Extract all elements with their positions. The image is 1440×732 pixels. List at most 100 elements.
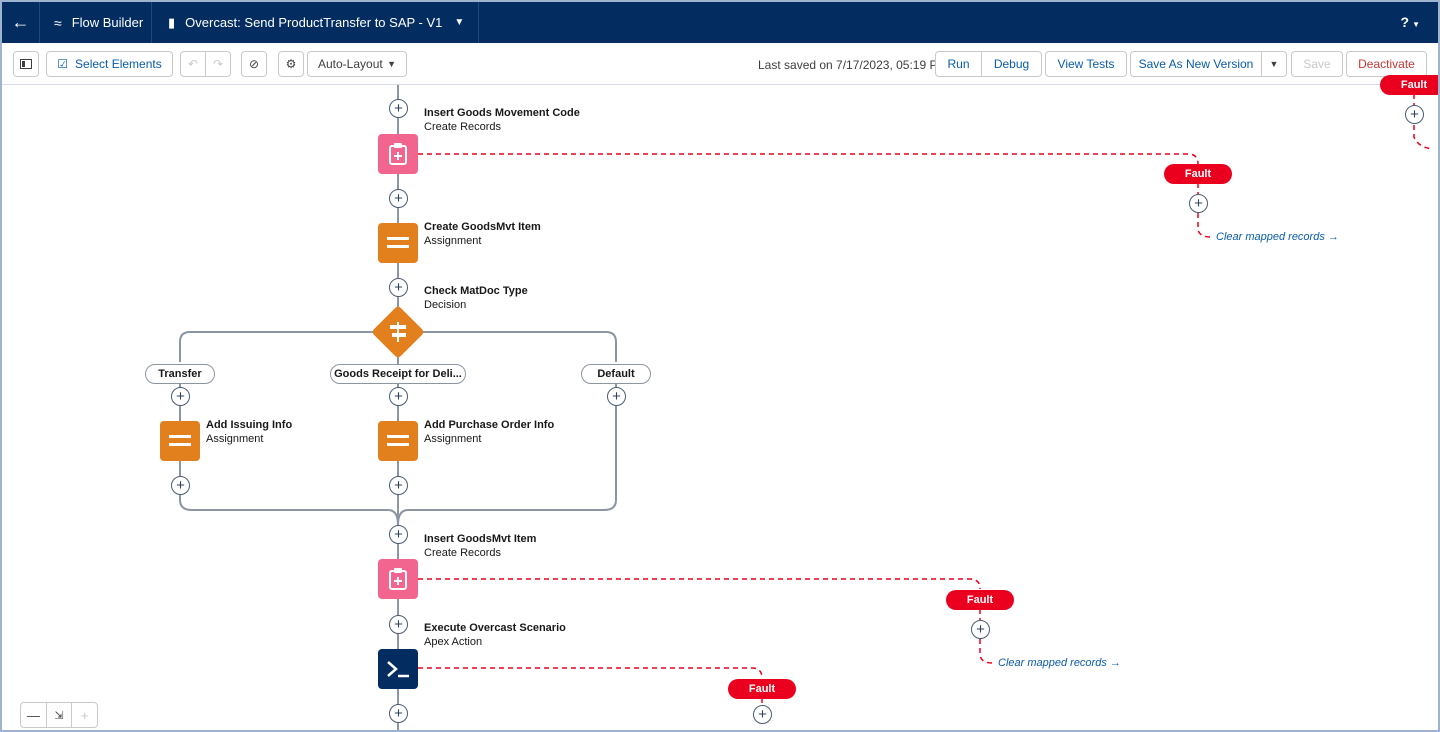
outcome-label: Default: [597, 368, 635, 380]
save-as-new-version-button[interactable]: Save As New Version: [1130, 51, 1262, 77]
outcome-goods-receipt[interactable]: Goods Receipt for Deli...: [330, 364, 466, 384]
deactivate-button[interactable]: Deactivate: [1346, 51, 1427, 77]
chevron-down-icon: ▼: [387, 59, 396, 69]
execute-overcast-scenario-label: Execute Overcast Scenario Apex Action: [424, 621, 566, 649]
errors-button[interactable]: ⊘: [241, 51, 267, 77]
document-icon: ▮: [168, 14, 176, 30]
create-goodsmvt-item-node[interactable]: [378, 223, 418, 263]
fault-label: Fault: [1184, 168, 1212, 180]
outcome-default[interactable]: Default: [581, 364, 651, 384]
zoom-out-button[interactable]: —: [21, 703, 47, 727]
element-title: Create GoodsMvt Item: [424, 221, 541, 233]
select-elements-button[interactable]: ☑ Select Elements: [46, 51, 173, 77]
add-issuing-info-node[interactable]: [160, 421, 200, 461]
save-button[interactable]: Save: [1291, 51, 1343, 77]
add-element-button[interactable]: +: [389, 476, 408, 495]
run-label: Run: [947, 57, 970, 71]
redo-icon: ↷: [212, 57, 224, 71]
redo-button[interactable]: ↷: [205, 51, 231, 77]
arrow-left-icon: ←: [11, 12, 30, 32]
add-issuing-info-label: Add Issuing Info Assignment: [206, 418, 292, 446]
back-button[interactable]: ←: [2, 2, 40, 43]
clear-mapped-records-link[interactable]: Clear mapped records →: [1216, 231, 1339, 243]
undo-button[interactable]: ↶: [180, 51, 206, 77]
chevron-down-icon: ▼: [1412, 20, 1420, 29]
outcome-label: Goods Receipt for Deli...: [334, 368, 462, 380]
create-records-icon: [389, 568, 407, 590]
add-fault-element-button[interactable]: +: [1405, 105, 1424, 124]
fit-to-view-button[interactable]: ⇲: [47, 703, 73, 727]
panel-icon: [20, 59, 32, 69]
execute-overcast-scenario-node[interactable]: [378, 649, 418, 689]
save-as-new-version-label: Save As New Version: [1138, 57, 1254, 71]
save-options-dropdown[interactable]: ▼: [1261, 51, 1287, 77]
apex-terminal-icon: [387, 661, 409, 678]
clear-mapped-records-link[interactable]: Clear mapped records →: [998, 657, 1121, 669]
element-title: Check MatDoc Type: [424, 285, 528, 297]
app-name: ≈ Flow Builder: [40, 2, 152, 43]
add-element-button[interactable]: +: [171, 476, 190, 495]
fault-label: Fault: [748, 683, 776, 695]
element-title: Insert GoodsMvt Item: [424, 533, 537, 545]
save-label: Save: [1303, 57, 1331, 71]
add-element-button[interactable]: +: [607, 387, 626, 406]
element-type: Apex Action: [424, 636, 483, 648]
add-fault-element-button[interactable]: +: [971, 620, 990, 639]
element-type: Assignment: [424, 235, 482, 247]
layout-mode-select[interactable]: Auto-Layout ▼: [307, 51, 407, 77]
outcome-label: Transfer: [158, 368, 202, 380]
view-tests-button[interactable]: View Tests: [1045, 51, 1127, 77]
zoom-controls: — ⇲ +: [20, 702, 98, 728]
check-matdoc-type-label: Check MatDoc Type Decision: [424, 284, 528, 312]
add-purchase-order-info-label: Add Purchase Order Info Assignment: [424, 418, 554, 446]
fault-badge[interactable]: Fault: [946, 590, 1014, 610]
flow-title-menu[interactable]: ▮ Overcast: Send ProductTransfer to SAP …: [152, 2, 480, 43]
chevron-down-icon: ▼: [1269, 59, 1279, 69]
add-element-button[interactable]: +: [389, 615, 408, 634]
insert-goods-movement-code-node[interactable]: [378, 134, 418, 174]
add-purchase-order-info-node[interactable]: [378, 421, 418, 461]
minus-icon: —: [26, 707, 40, 723]
create-records-icon: [389, 143, 407, 165]
decision-icon: [390, 322, 406, 342]
add-element-button[interactable]: +: [171, 387, 190, 406]
flow-canvas[interactable]: + Insert Goods Movement Code Create Reco…: [2, 75, 1438, 730]
element-type: Assignment: [424, 433, 482, 445]
select-checkbox-icon: ☑: [57, 57, 69, 71]
debug-button[interactable]: Debug: [981, 51, 1042, 77]
zoom-in-button[interactable]: +: [72, 703, 97, 727]
outcome-transfer[interactable]: Transfer: [145, 364, 215, 384]
view-tests-label: View Tests: [1057, 57, 1115, 71]
add-element-button[interactable]: +: [389, 525, 408, 544]
layout-mode-value: Auto-Layout: [318, 57, 383, 71]
fault-badge[interactable]: Fault: [1164, 164, 1232, 184]
shrink-icon: ⇲: [54, 709, 64, 722]
help-menu[interactable]: ?▼: [1401, 14, 1420, 30]
element-title: Execute Overcast Scenario: [424, 622, 566, 634]
insert-goodsmvt-item-label: Insert GoodsMvt Item Create Records: [424, 532, 536, 560]
add-fault-element-button[interactable]: +: [1189, 194, 1208, 213]
add-element-button[interactable]: +: [389, 189, 408, 208]
fault-badge[interactable]: Fault: [728, 679, 796, 699]
insert-goodsmvt-item-node[interactable]: [378, 559, 418, 599]
settings-button[interactable]: ⚙: [278, 51, 304, 77]
ban-icon: ⊘: [248, 57, 260, 71]
add-element-button[interactable]: +: [389, 704, 408, 723]
toggle-panel-button[interactable]: [13, 51, 39, 77]
toolbar: ☑ Select Elements ↶ ↷ ⊘ ⚙ Auto-Layout ▼ …: [2, 43, 1438, 85]
deactivate-label: Deactivate: [1358, 57, 1415, 71]
fault-badge[interactable]: Fault: [1380, 75, 1438, 95]
add-element-button[interactable]: +: [389, 278, 408, 297]
last-saved-text: Last saved on 7/17/2023, 05:19 PM: [758, 58, 948, 72]
assignment-icon: [387, 435, 409, 446]
add-element-button[interactable]: +: [389, 387, 408, 406]
add-element-button[interactable]: +: [389, 99, 408, 118]
add-fault-element-button[interactable]: +: [753, 705, 772, 724]
undo-icon: ↶: [187, 57, 199, 71]
element-type: Create Records: [424, 121, 502, 133]
element-title: Add Purchase Order Info: [424, 419, 555, 431]
select-elements-label: Select Elements: [75, 57, 162, 71]
run-button[interactable]: Run: [935, 51, 982, 77]
fault-label: Fault: [1400, 79, 1428, 91]
